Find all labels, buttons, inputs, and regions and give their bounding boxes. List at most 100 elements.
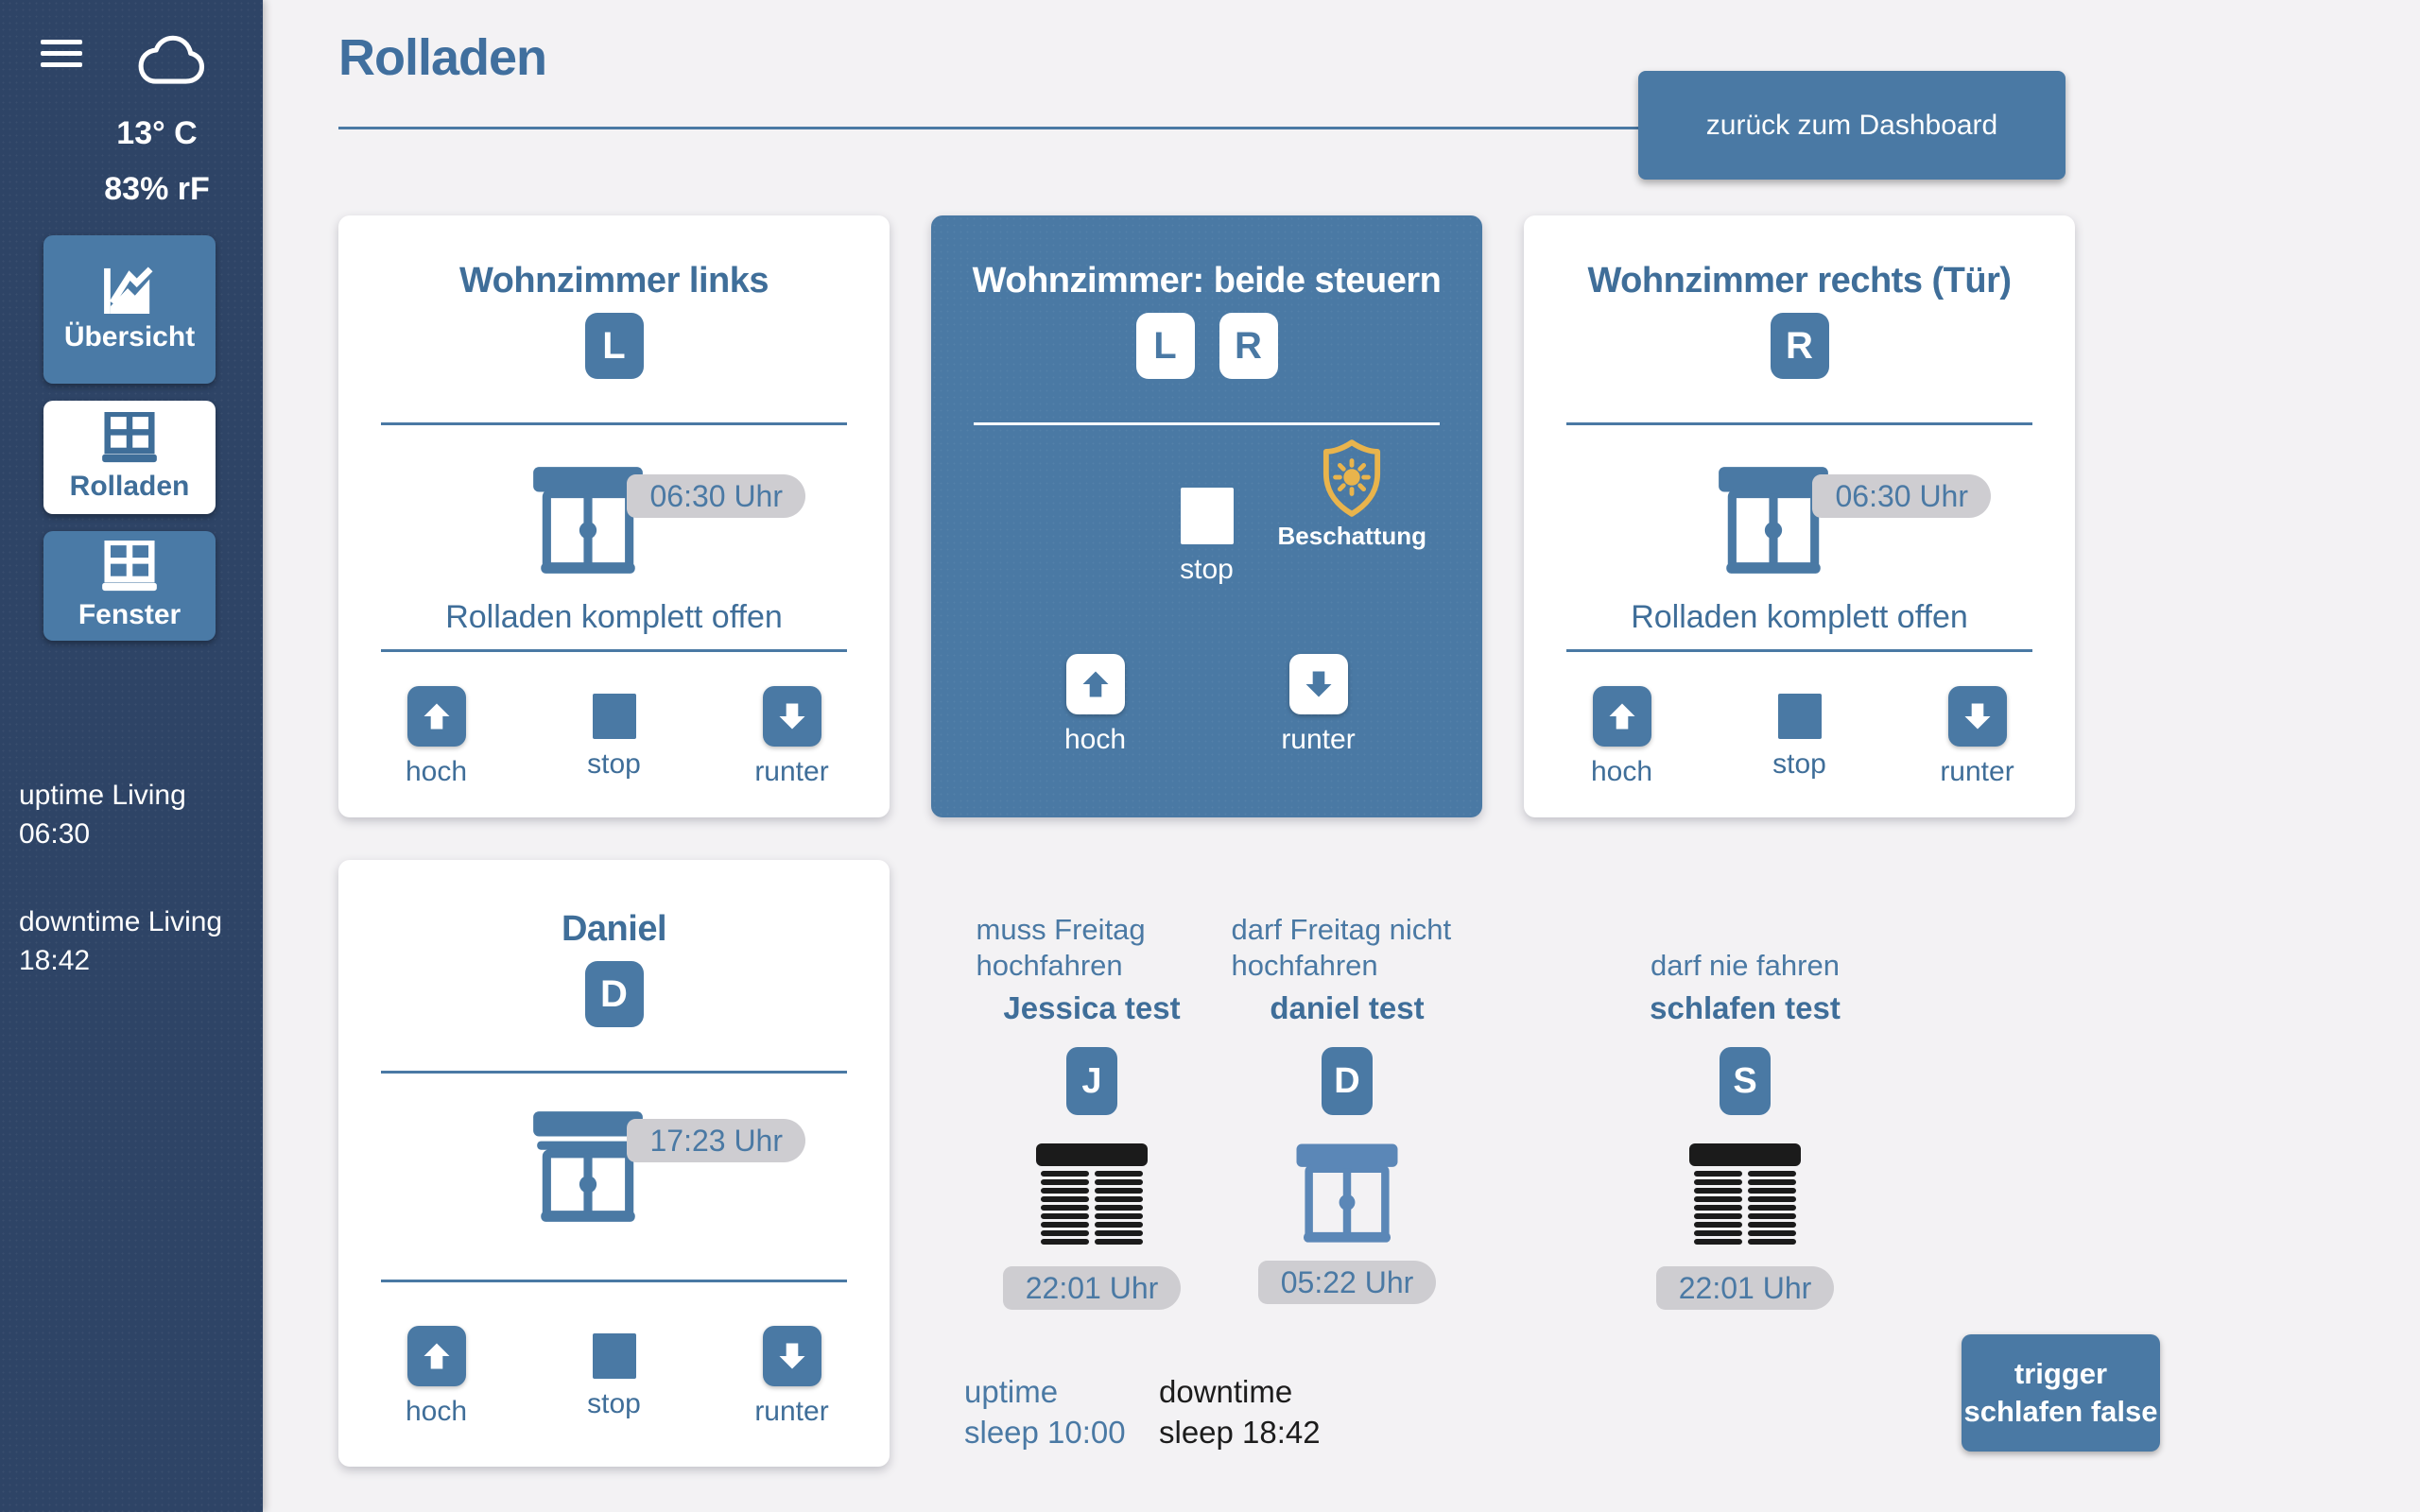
schedule-time-pill: 22:01 Uhr (1002, 1266, 1182, 1310)
schedule-badge: D (1322, 1047, 1373, 1115)
control-down: runter (1275, 654, 1362, 756)
arrow-down-icon (1961, 699, 1995, 733)
channel-badge-left: L (1135, 313, 1195, 379)
card-wohnzimmer-links: Wohnzimmer links L 06:30 Uhr Rolladen ko… (338, 215, 890, 817)
trigger-schlafen-button[interactable]: trigger schlafen false (1962, 1334, 2160, 1452)
control-stop: stop (1756, 686, 1843, 788)
up-button[interactable] (406, 686, 466, 747)
card-title: Wohnzimmer links (458, 261, 769, 301)
shutter-closed-icon (1685, 1143, 1805, 1249)
card-wohnzimmer-rechts: Wohnzimmer rechts (Tür) R 06:30 Uhr Roll… (1524, 215, 2075, 817)
schedule-text: darf Freitag nicht hochfahren daniel tes… (1232, 896, 1463, 1026)
down-label: runter (754, 1396, 829, 1427)
shutter-controls: hoch stop runter (381, 1326, 847, 1428)
down-button[interactable] (1947, 686, 2007, 747)
control-down: runter (1934, 686, 2021, 788)
schedule-time-pill: 05:22 Uhr (1257, 1261, 1437, 1304)
sidebar-item-fenster[interactable]: Fenster (43, 531, 216, 641)
control-up: hoch (1579, 686, 1666, 788)
up-label: hoch (1590, 756, 1653, 787)
down-button[interactable] (1288, 654, 1348, 714)
stop-button[interactable] (592, 1333, 636, 1379)
downtime-living-note: downtime Living 18:42 (19, 906, 223, 976)
stop-button[interactable] (1777, 694, 1822, 739)
schedule-daniel: darf Freitag nicht hochfahren daniel tes… (1210, 896, 1484, 1304)
arrow-up-icon (420, 1339, 454, 1373)
up-button[interactable] (1592, 686, 1651, 747)
schedule-badge: S (1720, 1047, 1771, 1115)
stop-label: stop (1180, 554, 1234, 585)
schedule-text: muss Freitag hochfahren Jessica test (977, 896, 1208, 1026)
schedule-condition: muss Freitag hochfahren (976, 912, 1146, 983)
sidebar-item-rolladen[interactable]: Rolladen (43, 401, 216, 514)
control-up: hoch (1052, 654, 1139, 756)
shutter-controls: hoch runter (974, 654, 1440, 756)
control-down: runter (749, 686, 836, 788)
control-stop: stop (571, 686, 658, 788)
uptime-sleep-note: uptime sleep 10:00 (964, 1374, 1126, 1450)
shutter-controls: hoch stop runter (381, 686, 847, 788)
stop-button[interactable] (1180, 488, 1234, 544)
stop-label: stop (1772, 748, 1826, 780)
humidity-value: 83% rF (104, 171, 210, 207)
schedule-time-pill: 22:01 Uhr (1655, 1266, 1835, 1310)
card-title: Wohnzimmer: beide steuern (972, 261, 1442, 301)
divider (381, 422, 847, 425)
shutter-state-row: 06:30 Uhr (1566, 467, 2032, 582)
schedule-name: daniel test (1270, 990, 1425, 1025)
card-wohnzimmer-beide: Wohnzimmer: beide steuern L R stop Besch… (931, 215, 1482, 817)
down-button[interactable] (762, 1326, 821, 1386)
divider (381, 1071, 847, 1074)
schedule-name: schlafen test (1650, 990, 1841, 1025)
up-label: hoch (1063, 724, 1127, 755)
schedule-badge: J (1066, 1047, 1117, 1115)
channel-badge-right: R (1219, 313, 1278, 379)
schedule-text: darf nie fahren schlafen test (1650, 896, 1841, 1026)
divider (1566, 422, 2032, 425)
down-label: runter (754, 756, 829, 787)
stop-label: stop (587, 1388, 641, 1419)
uptime-living-note: uptime Living 06:30 (19, 780, 186, 850)
channel-badge: R (1770, 313, 1829, 379)
down-button[interactable] (762, 686, 821, 747)
schedule-condition: darf Freitag nicht hochfahren (1231, 912, 1452, 983)
down-label: runter (1940, 756, 2014, 787)
main-content: Rolladen zurück zum Dashboard Wohnzimmer… (263, 0, 2420, 1512)
channel-badge: L (584, 313, 644, 379)
schedule-schlafen: darf nie fahren schlafen test S 22:01 Uh… (1603, 896, 1887, 1310)
control-stop: stop (1164, 488, 1251, 610)
shading-label: Beschattung (1277, 522, 1426, 550)
divider (974, 422, 1440, 425)
card-title: Wohnzimmer rechts (Tür) (1587, 261, 2012, 301)
schedule-name: Jessica test (1003, 990, 1181, 1025)
sidebar-item-uebersicht[interactable]: Übersicht (43, 235, 216, 384)
stop-button[interactable] (592, 694, 636, 739)
shutter-cards-row: Wohnzimmer links L 06:30 Uhr Rolladen ko… (338, 215, 2075, 817)
shutter-closed-icon (1032, 1143, 1151, 1249)
schedule-time-pill: 06:30 Uhr (627, 474, 805, 518)
control-down: runter (749, 1326, 836, 1428)
card-title: Daniel (561, 909, 667, 949)
shading-indicator: Beschattung (1278, 438, 1426, 551)
shutter-status-text: Rolladen komplett offen (381, 599, 847, 652)
shield-sun-icon (1322, 438, 1382, 518)
shutter-controls: hoch stop runter (1566, 686, 2032, 788)
stop-label: stop (587, 748, 641, 780)
channel-badge: D (584, 961, 644, 1027)
shutter-state-row: 06:30 Uhr (381, 467, 847, 582)
control-up: hoch (393, 1326, 480, 1428)
page-title: Rolladen (338, 29, 547, 86)
up-button[interactable] (406, 1326, 466, 1386)
arrow-down-icon (775, 699, 809, 733)
hamburger-menu-icon[interactable] (41, 40, 82, 68)
schedule-condition: darf nie fahren (1651, 949, 1840, 983)
schedule-jessica: muss Freitag hochfahren Jessica test J 2… (964, 896, 1219, 1310)
back-to-dashboard-button[interactable]: zurück zum Dashboard (1638, 71, 2066, 180)
sidebar: 13° C 83% rF Übersicht Rolladen Fenster … (0, 0, 263, 1512)
group-stop-row: stop Beschattung (974, 450, 1440, 610)
sidebar-item-label: Übersicht (63, 320, 196, 352)
up-button[interactable] (1065, 654, 1125, 714)
shutter-status-text: Rolladen komplett offen (1566, 599, 2032, 652)
chart-icon (102, 266, 157, 314)
window-icon (102, 541, 157, 592)
